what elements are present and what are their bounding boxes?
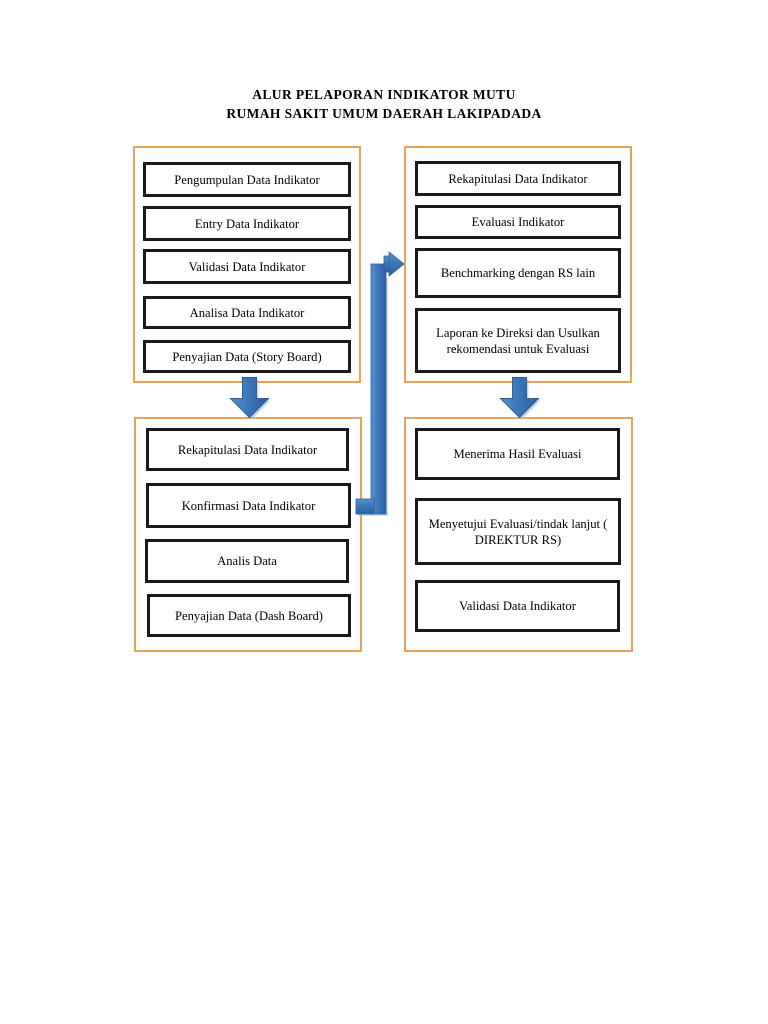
process-box-label: Rekapitulasi Data Indikator — [448, 171, 588, 186]
process-box[interactable]: Laporan ke Direksi dan Usulkan rekomenda… — [415, 308, 621, 373]
process-box[interactable]: Benchmarking dengan RS lain — [415, 248, 621, 298]
process-box-label: Analis Data — [217, 554, 277, 568]
process-box[interactable]: Validasi Data Indikator — [143, 249, 351, 284]
process-box[interactable]: Evaluasi Indikator — [415, 205, 621, 239]
process-box-label: Pengumpulan Data Indikator — [174, 172, 320, 187]
process-box[interactable]: Menerima Hasil Evaluasi — [415, 428, 620, 480]
process-box[interactable]: Konfirmasi Data Indikator — [146, 483, 351, 528]
process-box-label: Menyetujui Evaluasi/tindak lanjut ( DIRE… — [428, 516, 608, 547]
process-box-label: Penyajian Data (Dash Board) — [175, 608, 323, 623]
page-title-line-1: ALUR PELAPORAN INDIKATOR MUTU — [252, 87, 516, 102]
process-box-label: Validasi Data Indikator — [459, 599, 576, 613]
process-box-label: Konfirmasi Data Indikator — [181, 498, 316, 513]
arrow-down-icon — [229, 377, 271, 420]
process-box-label: Laporan ke Direksi dan Usulkan rekomenda… — [436, 325, 600, 356]
process-box-label: Evaluasi Indikator — [471, 215, 565, 229]
process-box[interactable]: Rekapitulasi Data Indikator — [415, 161, 621, 196]
process-box-label: Validasi Data Indikator — [188, 259, 306, 274]
process-box[interactable]: Menyetujui Evaluasi/tindak lanjut ( DIRE… — [415, 498, 621, 565]
process-box-label: Benchmarking dengan RS lain — [440, 266, 596, 280]
arrow-down-icon — [499, 377, 541, 420]
page-title-line-2: RUMAH SAKIT UMUM DAERAH LAKIPADADA — [226, 106, 542, 121]
process-box-label: Penyajian Data (Story Board) — [172, 349, 322, 364]
process-box-label: Analisa Data Indikator — [189, 305, 305, 320]
process-box[interactable]: Pengumpulan Data Indikator — [143, 162, 351, 197]
process-box[interactable]: Entry Data Indikator — [143, 206, 351, 241]
process-box[interactable]: Validasi Data Indikator — [415, 580, 620, 632]
page-title: ALUR PELAPORAN INDIKATOR MUTU RUMAH SAKI… — [0, 85, 768, 123]
process-box[interactable]: Rekapitulasi Data Indikator — [146, 428, 349, 471]
process-box[interactable]: Penyajian Data (Story Board) — [143, 340, 351, 373]
process-box[interactable]: Analis Data — [145, 539, 349, 583]
process-box-label: Menerima Hasil Evaluasi — [453, 447, 582, 461]
process-box-label: Rekapitulasi Data Indikator — [177, 442, 318, 457]
process-box[interactable]: Analisa Data Indikator — [143, 296, 351, 329]
elbow-arrow-icon — [355, 251, 405, 516]
process-box-label: Entry Data Indikator — [194, 216, 300, 231]
process-box[interactable]: Penyajian Data (Dash Board) — [147, 594, 351, 637]
